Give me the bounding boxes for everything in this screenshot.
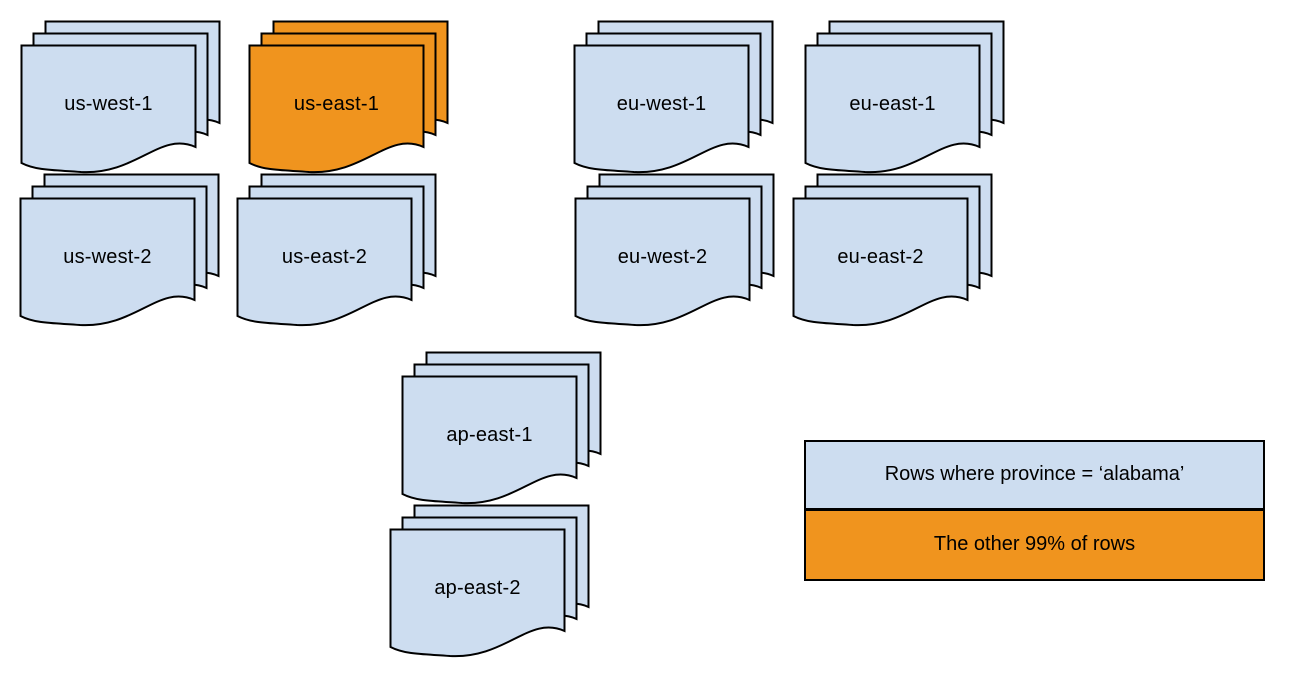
region-stack-eu-west-1: eu-west-1 xyxy=(573,20,776,178)
region-stack-us-east-1: us-east-1 xyxy=(248,20,451,178)
document-stack-icon xyxy=(19,173,220,327)
document-stack-icon xyxy=(236,173,437,327)
region-stack-eu-east-1: eu-east-1 xyxy=(804,20,1007,178)
region-stack-ap-east-2: ap-east-2 xyxy=(389,504,592,662)
region-stack-us-west-2: us-west-2 xyxy=(19,173,222,331)
document-stack-icon xyxy=(20,20,221,174)
document-stack-icon xyxy=(389,504,590,658)
region-stack-eu-west-2: eu-west-2 xyxy=(574,173,777,331)
legend-item-alabama-rows: Rows where province = ‘alabama’ xyxy=(806,442,1263,511)
legend: Rows where province = ‘alabama’ The othe… xyxy=(804,440,1265,581)
legend-label-other-rows: The other 99% of rows xyxy=(933,533,1136,556)
legend-item-other-rows: The other 99% of rows xyxy=(806,510,1263,579)
document-stack-icon xyxy=(804,20,1005,174)
document-stack-icon xyxy=(401,351,602,505)
document-stack-icon xyxy=(248,20,449,174)
document-stack-icon xyxy=(573,20,774,174)
region-stack-eu-east-2: eu-east-2 xyxy=(792,173,995,331)
legend-label-alabama-rows: Rows where province = ‘alabama’ xyxy=(884,463,1185,486)
region-stack-us-west-1: us-west-1 xyxy=(20,20,223,178)
document-stack-icon xyxy=(574,173,775,327)
document-stack-icon xyxy=(792,173,993,327)
region-stack-ap-east-1: ap-east-1 xyxy=(401,351,604,509)
region-stack-us-east-2: us-east-2 xyxy=(236,173,439,331)
